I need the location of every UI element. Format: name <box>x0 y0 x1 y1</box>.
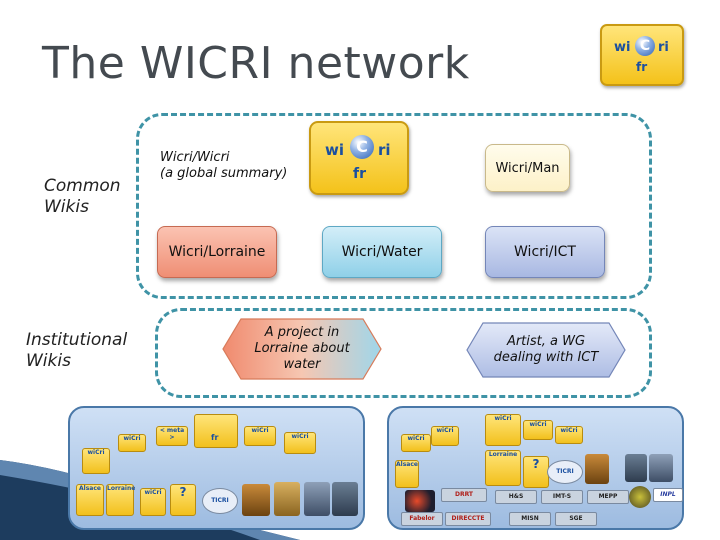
tag-hs[interactable]: H&S <box>495 490 537 504</box>
r-mini-logo-1[interactable]: wiCri <box>401 434 431 452</box>
mini-logo-1[interactable]: wiCri <box>118 434 146 452</box>
institutional-label-line1: Institutional <box>26 330 128 350</box>
mini-logo-alsace[interactable]: Alsace <box>76 484 104 516</box>
tag-fabelor[interactable]: Fabelor <box>401 512 443 526</box>
center-logo-wi: wi <box>325 141 344 159</box>
r-mini-logo-question[interactable]: ? <box>523 456 549 488</box>
logo-wi: wi <box>614 40 631 55</box>
r-mini-logo-alsace[interactable]: Alsace <box>395 460 419 488</box>
thumbnail-2[interactable] <box>274 482 300 516</box>
mini-logo-2[interactable]: wiCri <box>244 426 276 446</box>
tag-direccte[interactable]: DIRECCTE <box>445 512 491 526</box>
r-thumbnail-4 <box>405 490 435 512</box>
center-logo-ri: ri <box>378 141 391 159</box>
artist-line1: Artist, a WG <box>506 334 586 349</box>
institutional-label-line2: Wikis <box>26 351 71 371</box>
wicri-water-box[interactable]: Wicri/Water <box>322 226 442 278</box>
institutional-wikis-region <box>155 308 652 398</box>
center-logo-fr: fr <box>353 166 366 182</box>
global-summary-text: Wicri/Wicri (a global summary) <box>160 150 287 182</box>
r-mini-logo-3[interactable]: wiCri <box>485 414 521 446</box>
tag-imts[interactable]: IMT-S <box>541 490 583 504</box>
artist-hexagon[interactable]: Artist, a WG dealing with ICT <box>465 321 627 379</box>
r-mini-logo-2[interactable]: wiCri <box>431 426 459 446</box>
wicri-ict-box[interactable]: Wicri/ICT <box>485 226 605 278</box>
r-mini-logo-5[interactable]: wiCri <box>555 426 583 444</box>
r-thumbnail-3[interactable] <box>649 454 673 482</box>
logo-c: C <box>635 36 655 56</box>
mini-logo-ticri[interactable]: TICRI <box>202 488 238 514</box>
center-logo-c: C <box>350 135 374 159</box>
left-wiki-panel: wiCri < meta > fr wiCri wiCri wiCri Alsa… <box>68 406 365 530</box>
project-hexagon-shape <box>222 318 382 380</box>
thumbnail-4[interactable] <box>332 482 358 516</box>
summary-line1: Wicri/Wicri <box>160 150 230 165</box>
r-mini-logo-ticri[interactable]: TICRI <box>547 460 583 484</box>
thumbnail-1[interactable] <box>242 484 270 516</box>
thumbnail-3[interactable] <box>304 482 330 516</box>
page-title: The WICRI network <box>42 38 470 89</box>
institutional-wikis-label: Institutional Wikis <box>26 330 127 372</box>
project-line1: A project in <box>264 325 340 340</box>
mini-logo-question[interactable]: ? <box>170 484 196 516</box>
artist-hexagon-shape <box>466 322 626 378</box>
mini-logo-lorraine[interactable]: Lorraine <box>106 484 135 516</box>
common-label-line1: Common <box>44 176 121 196</box>
mini-logo-fr[interactable]: fr <box>194 414 238 448</box>
mini-logo-3[interactable]: wiCri <box>284 432 316 454</box>
mini-logo-fr-label: fr <box>211 433 219 442</box>
tag-misn[interactable]: MISN <box>509 512 551 526</box>
project-line2: Lorraine about <box>254 341 350 356</box>
wicri-logo: wi C ri fr <box>600 24 684 86</box>
r-logo-circle <box>629 486 651 508</box>
common-wikis-label: Common Wikis <box>44 176 121 218</box>
tag-sge[interactable]: SGE <box>555 512 597 526</box>
r-mini-logo-4[interactable]: wiCri <box>523 420 553 440</box>
tag-inpl[interactable]: INPL <box>653 488 683 502</box>
r-thumbnail-1[interactable] <box>585 454 609 484</box>
wicri-man-box[interactable]: Wicri/Man <box>485 144 570 192</box>
tag-drrt[interactable]: DRRT <box>441 488 487 502</box>
r-thumbnail-2[interactable] <box>625 454 647 482</box>
logo-ri: ri <box>658 40 669 55</box>
r-mini-logo-lorraine[interactable]: Lorraine <box>485 450 521 486</box>
summary-line2: (a global summary) <box>160 166 288 181</box>
project-hexagon[interactable]: A project in Lorraine about water <box>221 317 383 381</box>
project-line3: water <box>283 357 321 372</box>
mini-logo-5[interactable]: wiCri <box>140 488 166 516</box>
wicri-lorraine-box[interactable]: Wicri/Lorraine <box>157 226 277 278</box>
common-wikis-region <box>136 113 652 299</box>
tag-mepp[interactable]: MEPP <box>587 490 629 504</box>
common-label-line2: Wikis <box>44 197 89 217</box>
mini-logo-meta[interactable]: < meta > <box>156 426 188 446</box>
wicri-wicri-logo[interactable]: wi C ri fr <box>309 121 409 195</box>
logo-fr: fr <box>636 60 648 74</box>
artist-line2: dealing with ICT <box>493 350 599 365</box>
mini-logo-4[interactable]: wiCri <box>82 448 110 474</box>
right-wiki-panel: wiCri wiCri wiCri wiCri wiCri Alsace Lor… <box>387 406 684 530</box>
